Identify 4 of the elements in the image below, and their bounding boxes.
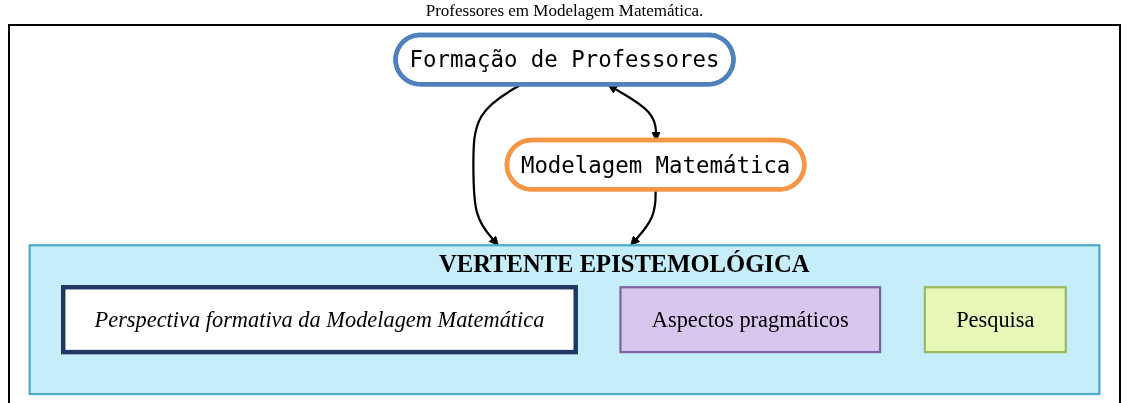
node-box: Perspectiva formativa da Modelagem Matemática: [60, 285, 578, 355]
figure-title: Professores em Modelagem Matemática.: [424, 0, 705, 22]
node-box: Pesquisa: [923, 286, 1067, 354]
node-box: Aspectos pragmáticos: [619, 286, 882, 354]
